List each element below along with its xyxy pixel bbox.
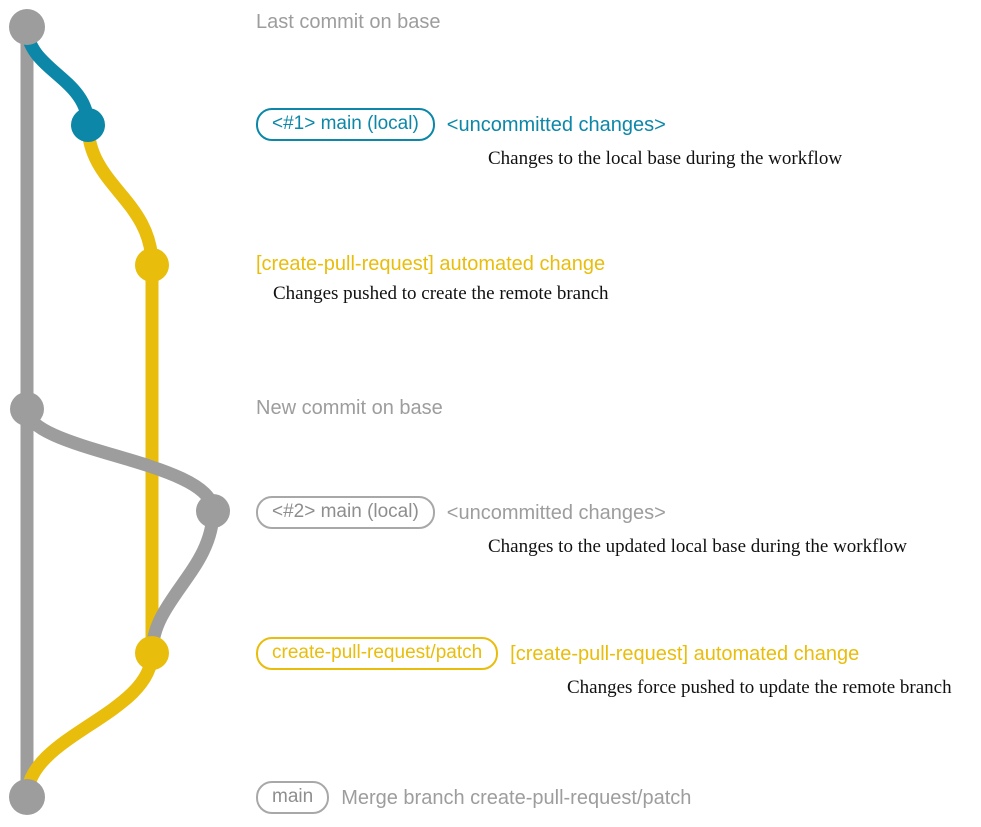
- commit-annotation-new-commit-on-base: New commit on base: [256, 396, 443, 420]
- commit-body: Changes pushed to create the remote bran…: [273, 283, 609, 304]
- commit-subject: Last commit on base: [256, 11, 441, 33]
- commit-subject: <uncommitted changes>: [446, 501, 666, 524]
- branch-pill-main[interactable]: main: [256, 781, 330, 814]
- commit-annotation-automated-change-1: [create-pull-request] automated change C…: [256, 252, 609, 305]
- node-automated-change-1: [135, 248, 169, 282]
- commit-body: Changes to the updated local base during…: [488, 536, 907, 557]
- branch-pill-patch[interactable]: create-pull-request/patch: [256, 637, 499, 670]
- node-uncommitted-changes-2: [196, 494, 230, 528]
- node-new-commit-on-base: [10, 392, 44, 426]
- commit-graph: [9, 9, 230, 815]
- commit-subject: [create-pull-request] automated change: [256, 253, 606, 275]
- commit-annotation-uncommitted-changes-1: <#1> main (local) <uncommitted changes> …: [256, 108, 842, 170]
- node-uncommitted-changes-1: [71, 108, 105, 142]
- commit-body: Changes force pushed to update the remot…: [567, 677, 952, 698]
- commit-annotation-merge-commit: main Merge branch create-pull-request/pa…: [256, 781, 691, 814]
- branch-pill-local-2[interactable]: <#2> main (local): [256, 496, 435, 529]
- node-automated-change-2: [135, 636, 169, 670]
- merge-into-base-line: [20, 646, 159, 804]
- patch-branch-line: [81, 118, 159, 660]
- commit-body: Changes to the local base during the wor…: [488, 148, 843, 169]
- updated-base-branch-line: [20, 402, 220, 660]
- branch-pill-local-1[interactable]: <#1> main (local): [256, 108, 435, 141]
- commit-subject: New commit on base: [256, 397, 443, 419]
- node-last-commit-on-base: [9, 9, 45, 45]
- commit-subject: Merge branch create-pull-request/patch: [341, 786, 692, 809]
- commit-subject: <uncommitted changes>: [446, 113, 666, 136]
- commit-annotation-automated-change-2: create-pull-request/patch [create-pull-r…: [256, 637, 952, 699]
- commit-annotation-uncommitted-changes-2: <#2> main (local) <uncommitted changes> …: [256, 496, 907, 558]
- node-merge-commit: [9, 779, 45, 815]
- commit-annotation-last-commit-on-base: Last commit on base: [256, 10, 441, 34]
- commit-subject: [create-pull-request] automated change: [510, 642, 860, 665]
